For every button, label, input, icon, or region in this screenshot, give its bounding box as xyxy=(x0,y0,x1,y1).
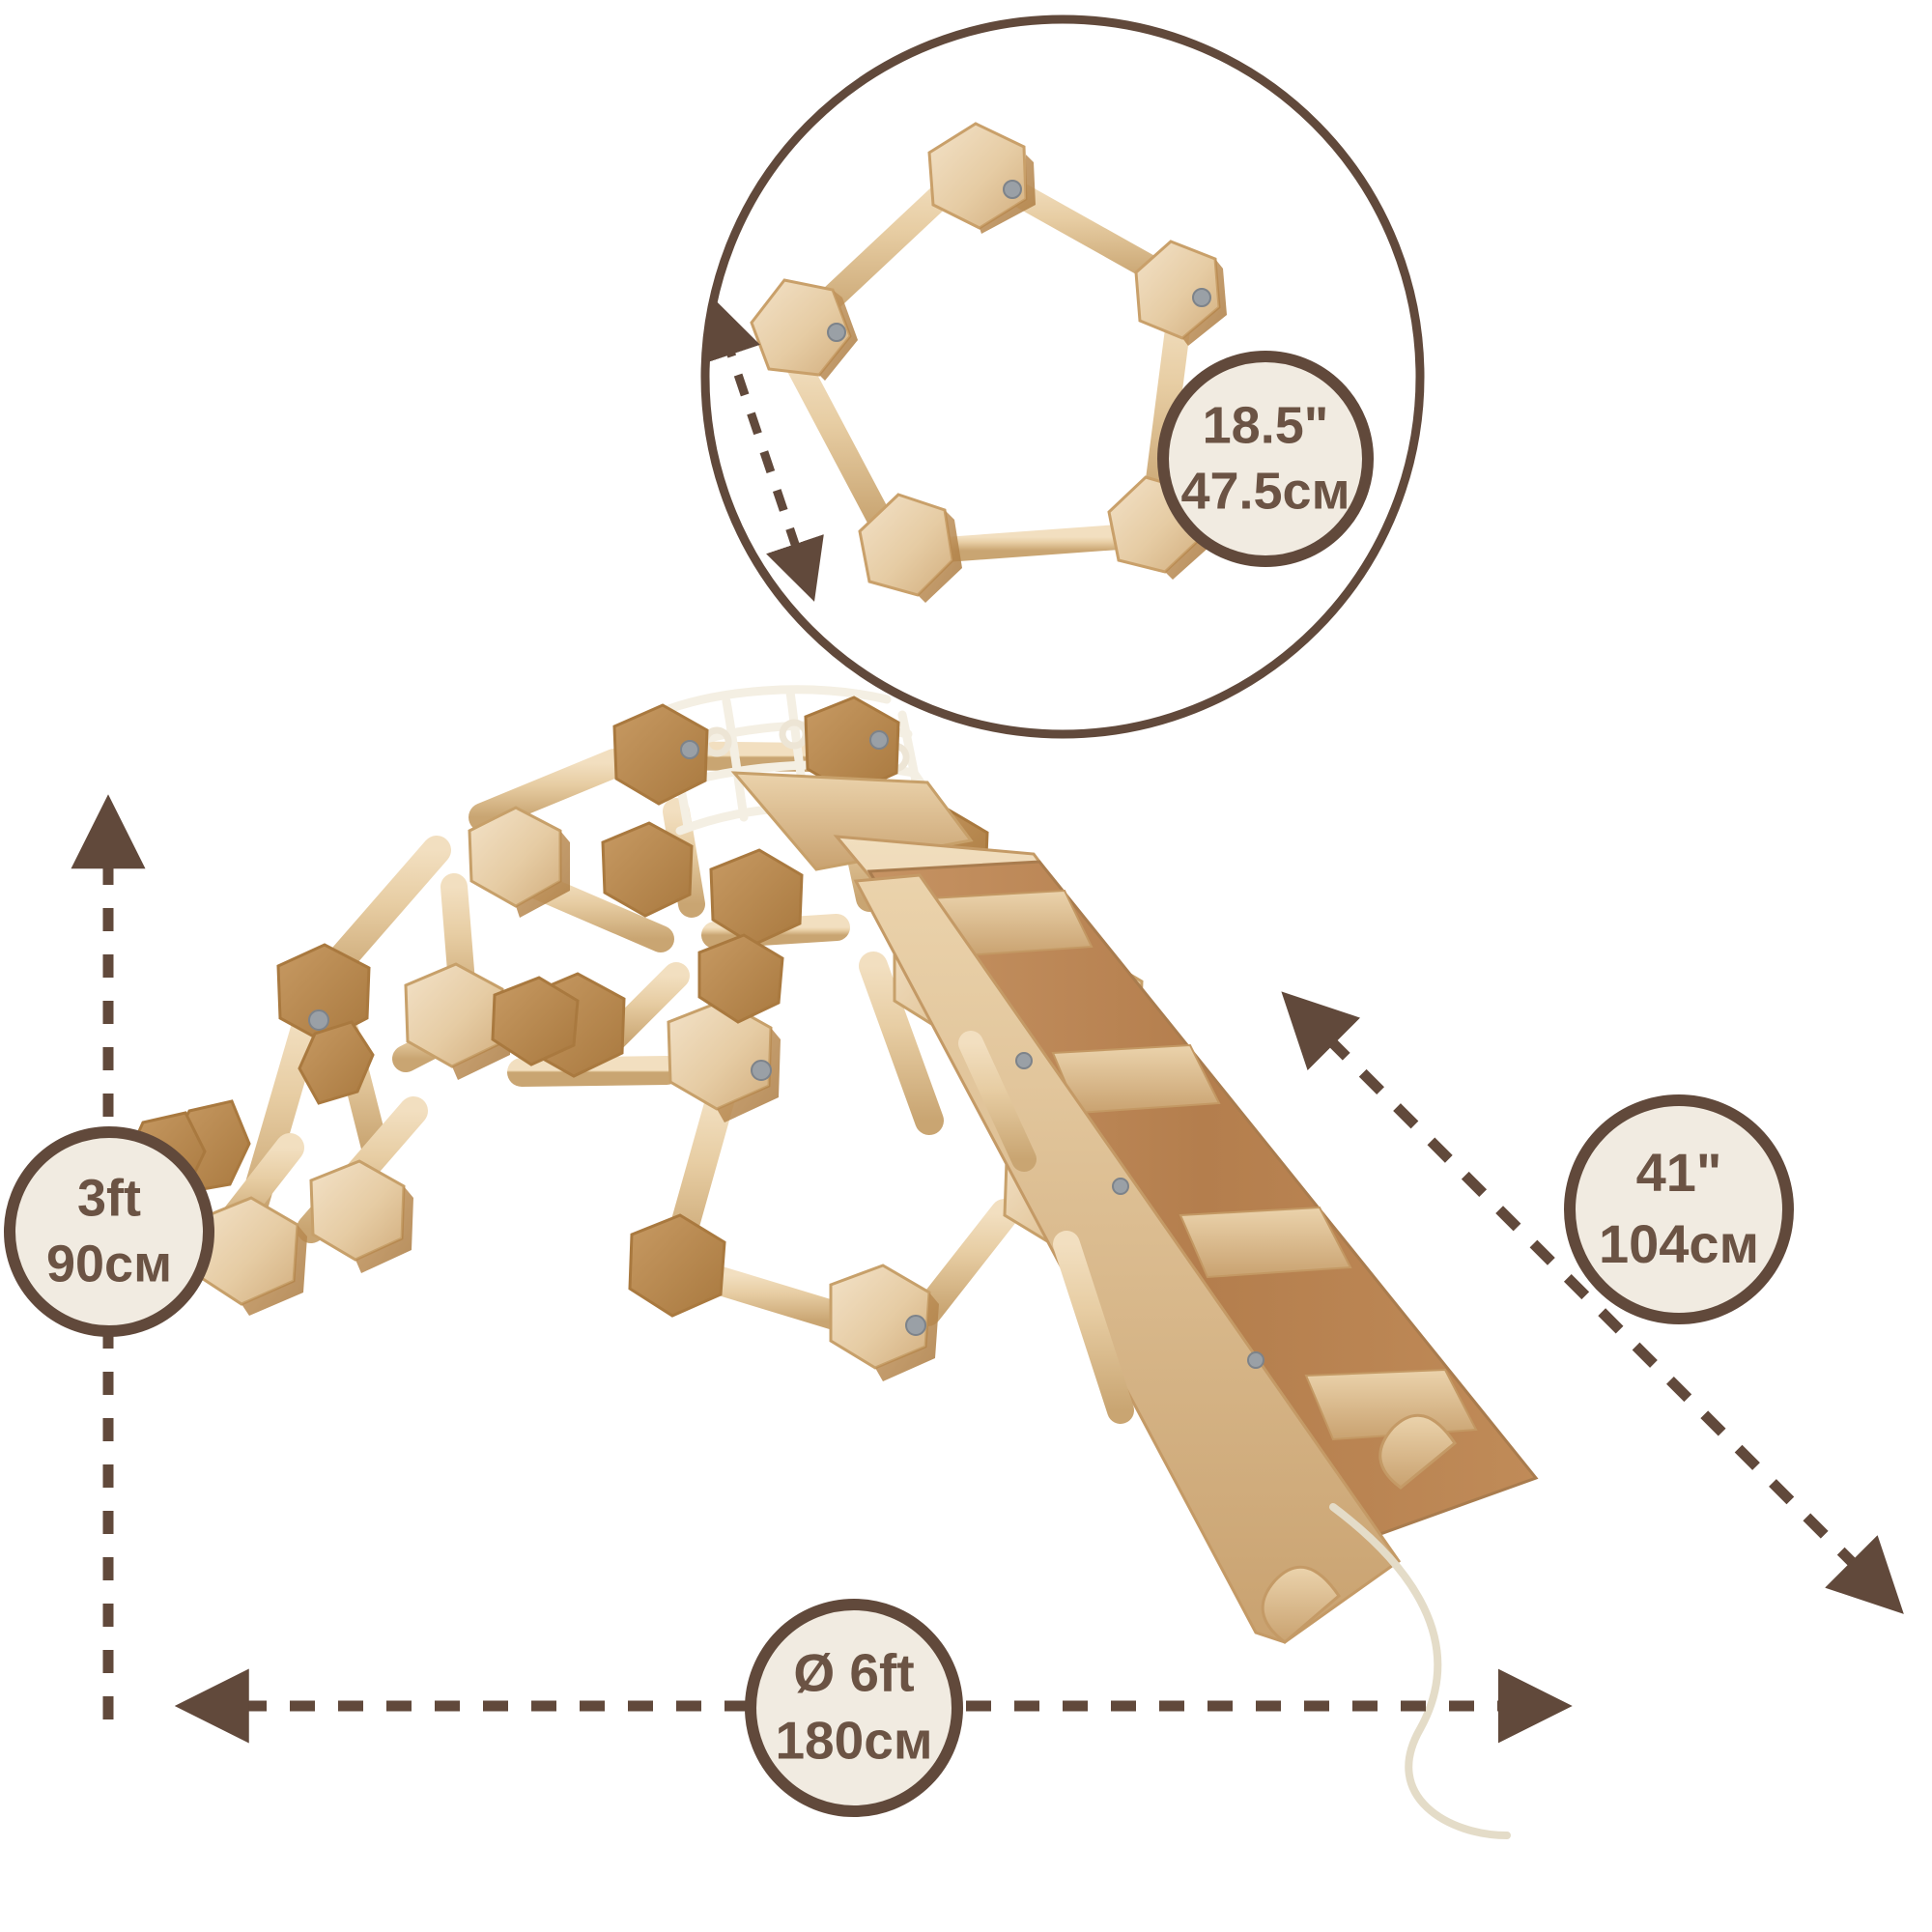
badge-imperial: 18.5" xyxy=(1203,396,1329,454)
screw-icon xyxy=(1015,1052,1033,1069)
badge-imperial: 3ft xyxy=(77,1169,141,1227)
badge-metric: 180см xyxy=(775,1711,932,1771)
hex-hub xyxy=(829,1264,939,1381)
screw-icon xyxy=(308,1009,329,1031)
badge-imperial: 41" xyxy=(1636,1142,1722,1203)
ramp-support-dowels xyxy=(958,1031,1134,1424)
hex-hub xyxy=(804,696,900,796)
diameter-dimension-badge: Ø 6ft 180см xyxy=(745,1599,963,1817)
hex-hub xyxy=(858,493,962,603)
screw-icon xyxy=(1247,1351,1264,1369)
hex-hub xyxy=(697,933,784,1024)
inset-measure-arrow xyxy=(702,297,824,602)
screw-icon xyxy=(869,730,889,750)
dowel xyxy=(920,525,1131,563)
screw-icon xyxy=(1003,180,1022,199)
hex-hub xyxy=(468,806,570,918)
screw-icon xyxy=(1192,288,1211,307)
inset-hubs xyxy=(750,122,1227,603)
inset-dimension-badge: 18.5" 47.5см xyxy=(1157,351,1374,567)
screw-icon xyxy=(905,1315,926,1336)
hex-hub xyxy=(667,999,781,1122)
ramp-arrow xyxy=(1281,991,1904,1614)
ramp-step xyxy=(1179,1206,1352,1279)
screw-icon xyxy=(751,1060,772,1081)
hex-hub xyxy=(276,943,371,1043)
badge-metric: 104см xyxy=(1599,1213,1759,1274)
hex-hub xyxy=(628,1213,726,1318)
badge-ring xyxy=(4,1126,214,1337)
hex-hub xyxy=(1134,240,1227,346)
hex-hub xyxy=(927,122,1036,234)
hex-hub xyxy=(491,976,580,1066)
hex-hub xyxy=(709,848,804,947)
badge-metric: 90см xyxy=(46,1235,172,1293)
screw-icon xyxy=(1112,1178,1129,1195)
hex-hub xyxy=(298,1020,375,1105)
badge-ring xyxy=(1564,1094,1794,1324)
badge-ring xyxy=(745,1599,963,1817)
dowel xyxy=(781,345,894,534)
badge-imperial: Ø 6ft xyxy=(793,1643,914,1703)
hex-hub xyxy=(612,703,709,806)
dimension-badges: 18.5" 47.5см 3ft 90см 41" 104см Ø 6ft 18… xyxy=(4,351,1794,1817)
hex-hub xyxy=(601,821,694,918)
hex-hub xyxy=(309,1159,413,1273)
badge-metric: 47.5см xyxy=(1180,462,1350,520)
screw-icon xyxy=(680,740,699,759)
screw-icon xyxy=(827,323,846,342)
height-dimension-badge: 3ft 90см xyxy=(4,1126,214,1337)
ramp-dimension-badge: 41" 104см xyxy=(1564,1094,1794,1324)
inset-pentagon-assembly xyxy=(702,122,1227,603)
badge-ring xyxy=(1157,351,1374,567)
hex-hub-foot xyxy=(195,1196,307,1316)
